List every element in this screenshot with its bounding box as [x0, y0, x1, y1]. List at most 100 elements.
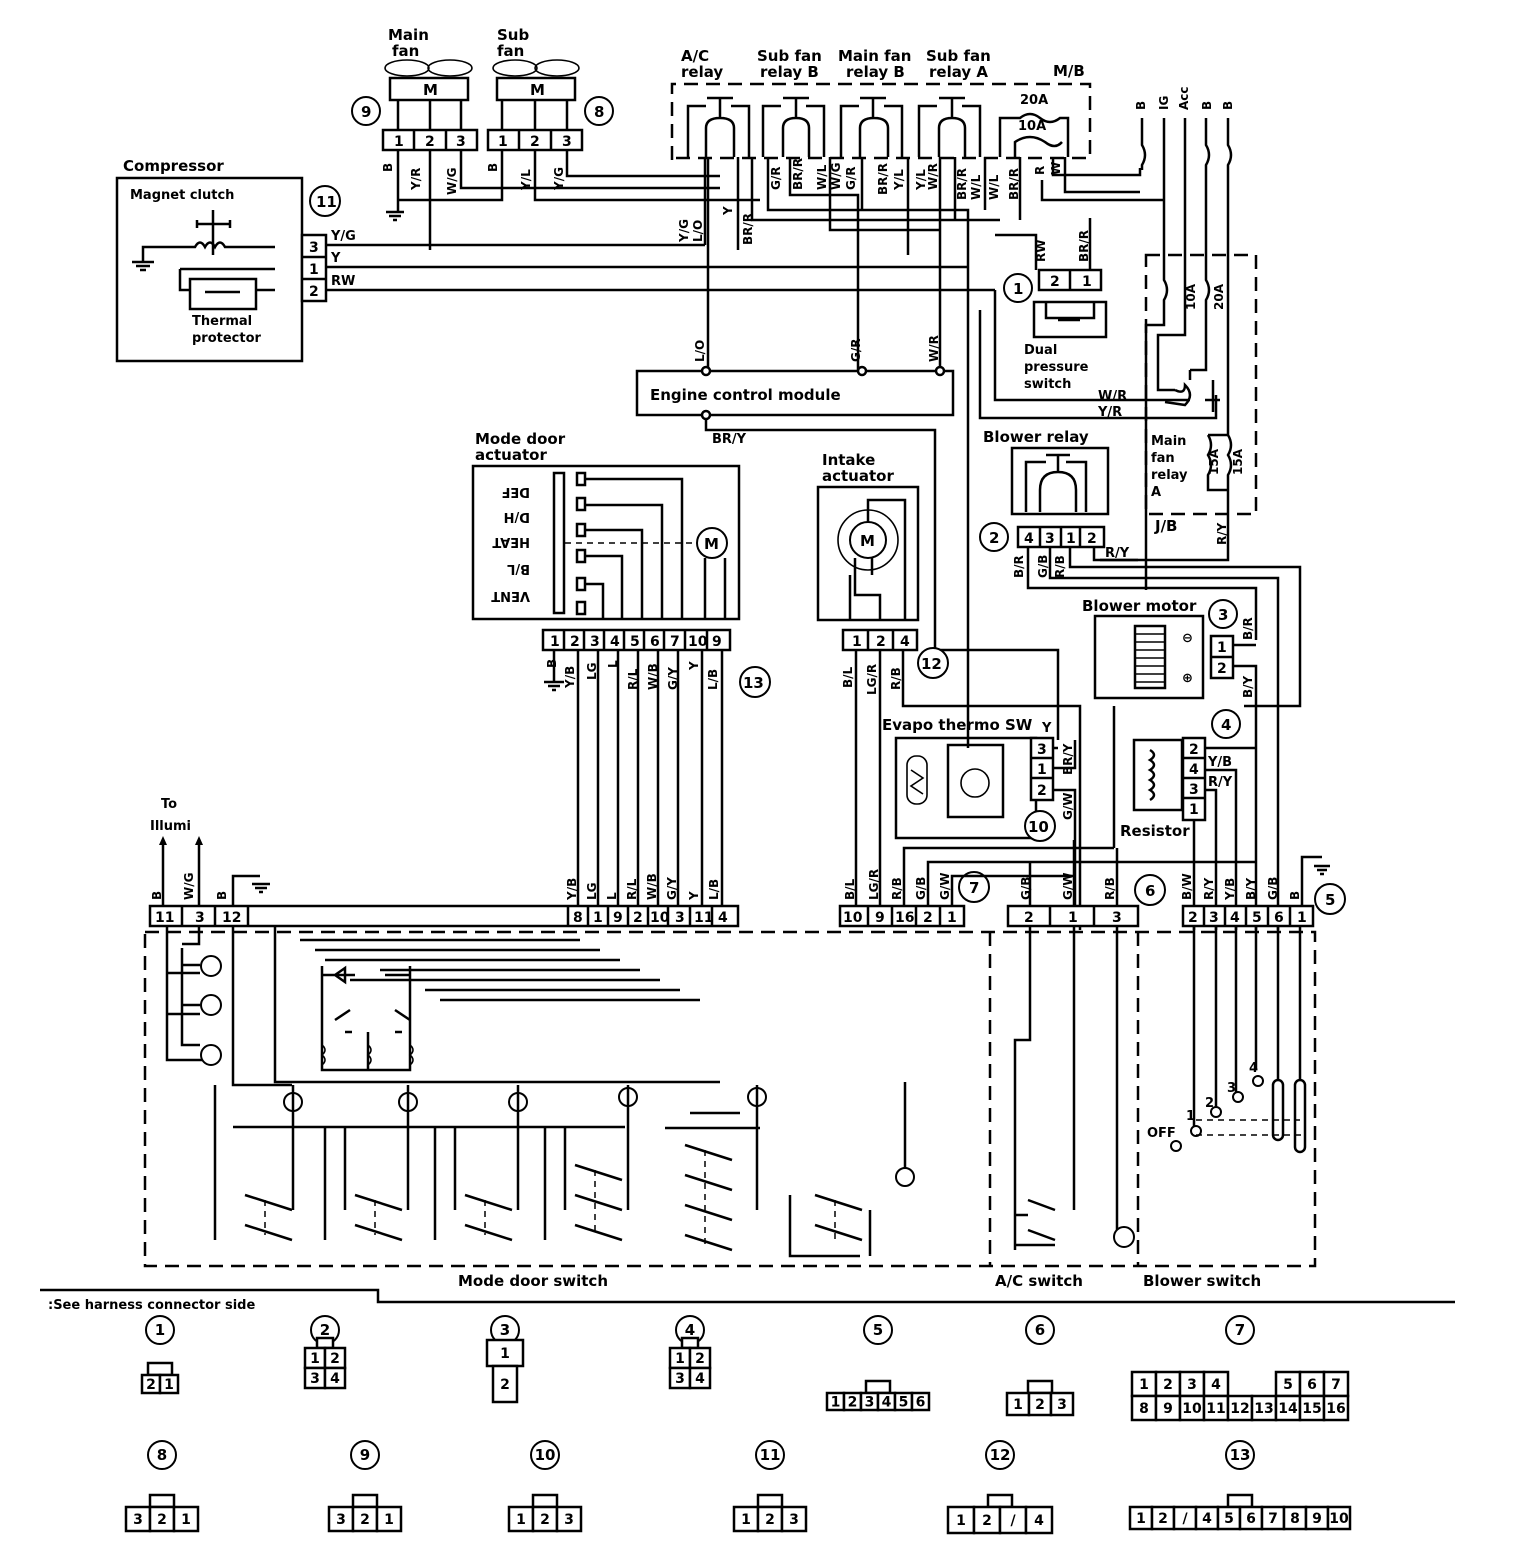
connector-strip — [1181, 904, 1315, 928]
relay-label: relay — [681, 63, 723, 81]
connector-pin-cell — [1178, 1394, 1206, 1422]
wire-color-label: G/B — [1266, 877, 1280, 900]
blower-relay-label: Blower relay — [983, 428, 1089, 446]
legend-pin-number: / — [1010, 1513, 1016, 1529]
power-feed-label: B — [1200, 101, 1214, 110]
main-relay-box: M/B A/C relay Sub fan relay B Main fan r… — [670, 47, 1142, 370]
pin-number: 3 — [675, 910, 685, 926]
bulb-icon — [200, 994, 222, 1016]
wire-color-label: G/R — [849, 339, 863, 362]
legend-pin-number: 2 — [1163, 1377, 1173, 1393]
fuse-label: 10A — [1184, 283, 1198, 310]
pin-number: 1 — [1297, 910, 1307, 926]
pin-number: 9 — [613, 910, 623, 926]
thermal-protector-label-1: Thermal — [192, 314, 252, 329]
pin-number: 10 — [843, 910, 863, 926]
blower-position-label: OFF — [1147, 1126, 1176, 1141]
connector-pin-cell — [688, 1366, 712, 1390]
connector-id-badge — [147, 1440, 177, 1470]
legend-pin-number: 5 — [1283, 1377, 1293, 1393]
pin-number: 2 — [923, 910, 933, 926]
blower-position-label: 4 — [1249, 1061, 1258, 1076]
connector-id-badge — [1211, 709, 1241, 739]
legend-connector: 312 — [485, 1315, 525, 1404]
connector-strip — [148, 904, 740, 928]
legend-pin-number: 1 — [384, 1512, 394, 1528]
actuator-label: Intake — [822, 451, 875, 469]
ground-icon — [231, 874, 270, 905]
wire-color-label: BR/R — [1007, 168, 1021, 200]
blower-switch-connector-id: 5 — [1325, 891, 1335, 909]
sub-fan-label-2: fan — [497, 42, 524, 60]
pin-number: 1 — [593, 910, 603, 926]
actuator-label: actuator — [822, 467, 894, 485]
amplifier-icon — [946, 743, 1005, 819]
pin-number: 10 — [688, 634, 708, 650]
legend-connector-id: 13 — [1230, 1446, 1251, 1464]
power-feed-label: Acc — [1177, 86, 1191, 110]
ecm-box — [635, 369, 955, 417]
wire-color-label: RW — [331, 274, 355, 289]
relay-label: A/C — [681, 47, 709, 65]
position-label: D/H — [504, 509, 530, 524]
main-fan-label-2: fan — [392, 42, 419, 60]
wire-color-label: G/R — [844, 167, 858, 190]
evapo-connector-id: 10 — [1028, 818, 1049, 836]
legend-pin-number: 4 — [1034, 1513, 1044, 1529]
legend-pin-number: 2 — [330, 1351, 340, 1367]
connector-pin-cell — [780, 1505, 808, 1533]
legend-connector-id: 9 — [360, 1446, 370, 1464]
main-fan: Main fan M 9 1 2 3 B Y/R W/G — [351, 26, 720, 250]
connector-pin-cell — [998, 1505, 1028, 1535]
pin-number: 1 — [947, 910, 957, 926]
wire-color-label: Y/L — [519, 169, 533, 191]
connector-id-badge — [1314, 883, 1346, 915]
sub-fan: Sub fan M 8 1 2 3 B Y/L Y/G — [398, 26, 760, 202]
legend-pin-number: 3 — [675, 1371, 685, 1387]
control-panel: Mode door switch A/C switch Blower switc… — [143, 926, 1317, 1290]
actuator-motor-icon — [696, 527, 728, 559]
wire-color-label: R/Y — [1215, 522, 1229, 545]
ground-icon — [132, 260, 154, 272]
wire-color-label: B — [215, 891, 229, 900]
pin-number: 2 — [1024, 910, 1034, 926]
legend-pin-number: 14 — [1278, 1401, 1298, 1417]
pin-number: 4 — [1189, 762, 1199, 778]
legend-pin-number: 2 — [848, 1395, 858, 1411]
connector-pin-cell — [172, 1505, 200, 1533]
wire-color-label: R/B — [1053, 555, 1067, 578]
power-feed-label: B — [1221, 101, 1235, 110]
wire-color-label: L/B — [706, 669, 720, 690]
wire-color-label: L — [605, 892, 619, 900]
wire-color-label: B/L — [843, 878, 857, 900]
pin-number: 4 — [900, 634, 910, 650]
pin-number: 3 — [562, 134, 572, 150]
actuator-motor-label: M — [704, 535, 719, 553]
bulb-icon — [200, 1044, 222, 1066]
wire-color-label: Y — [687, 891, 701, 901]
relay-label: A — [1151, 485, 1161, 500]
evapo-thermo-switch: Evapo thermo SW 3 1 2 Y BR/Y G/W 10 — [882, 267, 1077, 905]
wire-color-label: R/L — [626, 668, 640, 690]
legend-pin-number: 2 — [540, 1512, 550, 1528]
dps-label: Dual — [1024, 343, 1057, 358]
thermal-protector-label-2: protector — [192, 331, 262, 346]
wire-color-label: Y — [330, 251, 341, 266]
pin-number: 1 — [852, 634, 862, 650]
main-fan-connector-id: 9 — [361, 103, 371, 121]
wire-color-label: G/B — [914, 877, 928, 900]
connector-pin-cell — [327, 1505, 355, 1533]
led-icon — [895, 1167, 915, 1187]
pin-number: 3 — [1045, 531, 1055, 547]
magnet-clutch-icon — [195, 210, 232, 255]
legend-pin-number: 16 — [1326, 1401, 1345, 1417]
wire-color-label: L/B — [707, 879, 721, 900]
connector-pin-cell — [1049, 1391, 1075, 1417]
legend-pin-number: 2 — [146, 1377, 156, 1393]
legend-pin-number: 2 — [982, 1513, 992, 1529]
position-label: VENT — [491, 588, 530, 603]
pin-number: 1 — [1217, 640, 1227, 656]
